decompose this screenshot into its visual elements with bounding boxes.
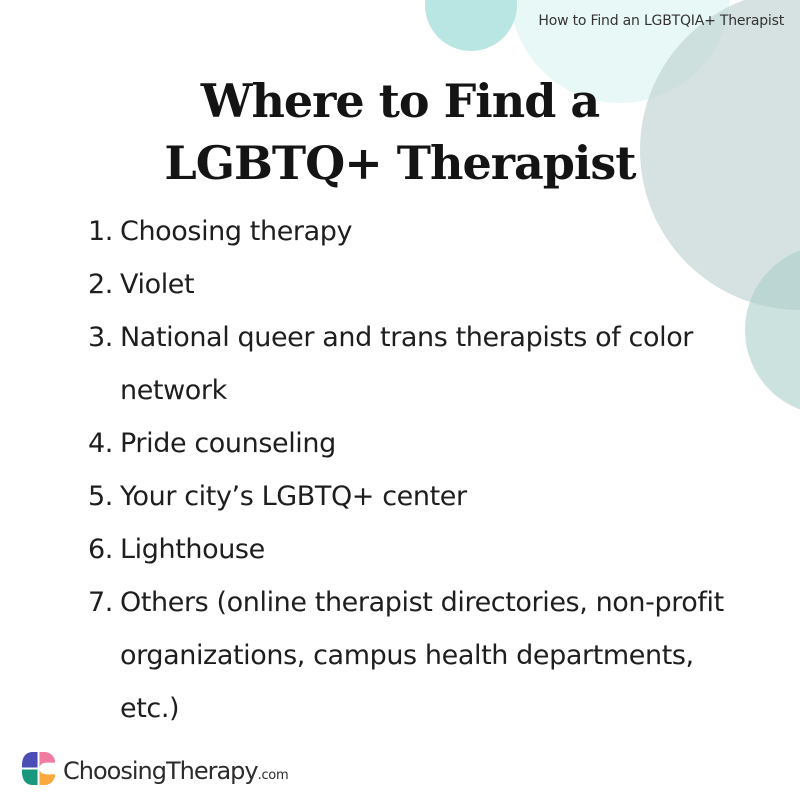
title-line-1: Where to Find a — [200, 74, 600, 128]
list-item: 5.Your city’s LGBTQ+ center — [88, 470, 738, 523]
brand-logo: ChoosingTherapy.com — [21, 751, 289, 791]
list-item-number: 7. — [88, 587, 113, 618]
brand-name: ChoosingTherapy.com — [63, 757, 289, 785]
list-item: 4.Pride counseling — [88, 417, 738, 470]
list-item-text: Choosing therapy — [120, 216, 353, 247]
choosingtherapy-logo-icon — [21, 751, 56, 791]
list-item-number: 6. — [88, 534, 113, 565]
list-item-number: 3. — [88, 322, 113, 353]
list-item: 1.Choosing therapy — [88, 205, 738, 258]
list-item-number: 1. — [88, 216, 113, 247]
list-item-text: Others (online therapist directories, no… — [120, 587, 724, 724]
brand-name-text: ChoosingTherapy — [63, 757, 259, 785]
list-item-text: Violet — [120, 269, 195, 300]
list-item-text: Pride counseling — [120, 428, 336, 459]
list-item-text: National queer and trans therapists of c… — [120, 322, 694, 406]
brand-tld: .com — [257, 768, 289, 783]
list-item: 6.Lighthouse — [88, 523, 738, 576]
title-line-2: LGBTQ+ Therapist — [164, 136, 636, 190]
list-item-text: Lighthouse — [120, 534, 265, 565]
list-item-number: 5. — [88, 481, 113, 512]
therapist-source-list: 1.Choosing therapy 2.Violet 3.National q… — [88, 205, 738, 735]
decorative-circle-teal — [425, 0, 517, 51]
list-item-text: Your city’s LGBTQ+ center — [120, 481, 467, 512]
list-item-number: 2. — [88, 269, 113, 300]
header-label: How to Find an LGBTQIA+ Therapist — [538, 13, 784, 29]
list-item: 7.Others (online therapist directories, … — [88, 576, 738, 735]
list-item: 3.National queer and trans therapists of… — [88, 311, 738, 417]
list-item-number: 4. — [88, 428, 113, 459]
list-item: 2.Violet — [88, 258, 738, 311]
page-title: Where to Find a LGBTQ+ Therapist — [0, 70, 800, 194]
